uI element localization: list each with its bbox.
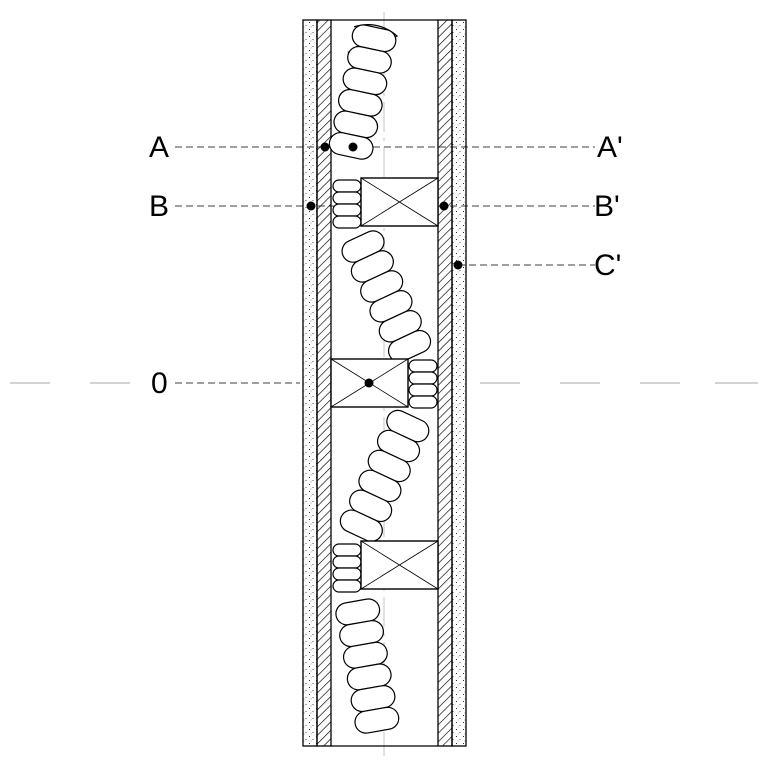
point-a-2: [348, 142, 358, 152]
label-b-right: B': [594, 190, 620, 223]
point-zero: [364, 378, 374, 388]
left-finish-layer: [302, 19, 318, 747]
stud-lower: [360, 540, 439, 590]
measurement-points: [306, 142, 463, 388]
insulation-coil-lower: [339, 409, 430, 543]
right-sheathing-layer: [437, 19, 453, 747]
insulation-coil-middle: [341, 230, 432, 363]
point-c: [453, 260, 463, 270]
label-c-right: C': [594, 249, 622, 282]
point-a-1: [320, 142, 330, 152]
insulation-batt: [328, 24, 438, 734]
insulation-coil-top: [328, 24, 399, 160]
insulation-coil-bottom: [335, 598, 400, 734]
point-b-1: [306, 201, 316, 211]
stud-upper: [360, 177, 439, 227]
label-zero: 0: [151, 367, 168, 400]
insulation-coil-upper-small: [332, 179, 362, 229]
studs: [330, 177, 439, 590]
left-sheathing-layer: [316, 19, 332, 747]
insulation-coil-lower-small: [332, 543, 362, 593]
wall-layers: [302, 19, 467, 747]
point-b-2: [439, 201, 449, 211]
label-a-right: A': [597, 131, 623, 164]
insulation-coil-center-small: [408, 359, 438, 409]
label-a-left: A: [149, 131, 170, 164]
label-b-left: B: [149, 190, 170, 223]
right-finish-layer: [451, 19, 467, 747]
